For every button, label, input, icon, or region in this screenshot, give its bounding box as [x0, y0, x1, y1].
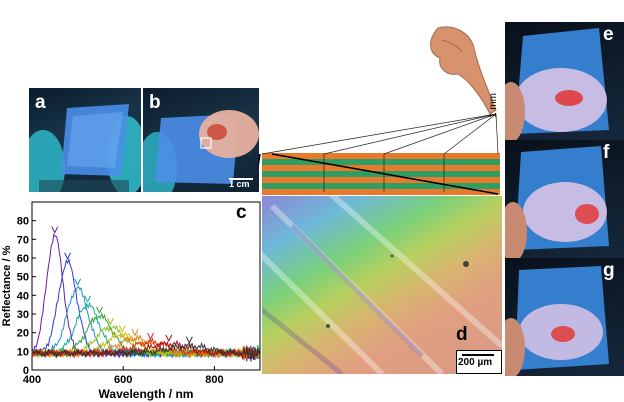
layer-4 [262, 171, 500, 178]
y-tick-label: 10 [17, 346, 29, 358]
x-tick-label: 800 [205, 374, 223, 386]
panel-g-label: g [603, 260, 615, 281]
x-tick-label: 400 [23, 374, 41, 386]
panel-d-scale-label: 200 µm [458, 357, 493, 368]
y-tick-label: 50 [17, 272, 29, 284]
panel-e-photo: e [505, 22, 624, 140]
panel-d-scale-bar [462, 354, 494, 356]
layer-stack [262, 153, 500, 196]
peak-marker-6 [106, 317, 114, 326]
panel-c-chart: 400 600 800 0 10 20 30 40 50 60 70 80 Wavelength / … [1, 201, 261, 401]
panel-b-scale-label: 1 cm [229, 179, 250, 189]
panel-b-scale-bar [229, 178, 253, 180]
y-tick-label: 60 [17, 253, 29, 265]
panel-a-label: a [35, 92, 46, 113]
peak-marker-8 [131, 329, 139, 337]
panel-b-art [143, 110, 259, 192]
peak-marker-9 [147, 332, 155, 341]
layer-6 [262, 183, 500, 190]
layer-3 [262, 165, 500, 172]
finger-lines [258, 26, 499, 195]
panel-b-label: b [149, 92, 161, 113]
panel-d-label: d [456, 324, 468, 345]
panel-f-art [505, 146, 609, 258]
panel-b-photo: b 1 cm [143, 88, 259, 192]
peak-marker-10 [165, 334, 173, 342]
panel-g-photo: g [505, 258, 624, 376]
x-axis-label: Wavelength / nm [99, 387, 194, 401]
y-tick-label: 40 [17, 290, 29, 302]
panel-f-label: f [603, 142, 610, 163]
panel-c-label: c [236, 202, 247, 223]
peak-marker-4 [84, 295, 92, 303]
panel-e-label: e [603, 24, 614, 45]
layer-5 [262, 177, 500, 184]
layer-2 [262, 159, 500, 166]
finger-icon [430, 26, 497, 115]
peak-marker-11 [185, 336, 193, 344]
peak-marker-5 [96, 306, 103, 314]
peak-marker-7 [118, 325, 126, 333]
panel-e-art [505, 28, 609, 140]
layer-stack-svg [262, 153, 500, 196]
panel-d-texture [262, 196, 502, 374]
y-tick-label: 30 [17, 309, 29, 321]
layer-7 [262, 189, 500, 196]
panel-g-art [505, 266, 609, 376]
layer-1 [262, 153, 500, 160]
peak-marker-1 [51, 226, 59, 234]
x-tick-label: 600 [114, 374, 132, 386]
panel-a-art [29, 104, 141, 192]
y-tick-label: 20 [17, 328, 29, 340]
y-tick-label: 80 [17, 216, 29, 228]
y-axis-label: Reflectance / % [1, 245, 13, 326]
panel-a-photo: a [29, 88, 141, 192]
y-tick-label: 70 [17, 234, 29, 246]
y-tick-label: 0 [23, 365, 29, 377]
spectrum-series-11 [31, 341, 260, 362]
peak-marker-3 [74, 278, 82, 286]
panel-d-photo: 200 µm d [262, 196, 502, 374]
peak-marker-2 [64, 252, 72, 260]
thickness-label: 1 mm [488, 93, 499, 118]
panel-f-photo: f [505, 140, 624, 258]
